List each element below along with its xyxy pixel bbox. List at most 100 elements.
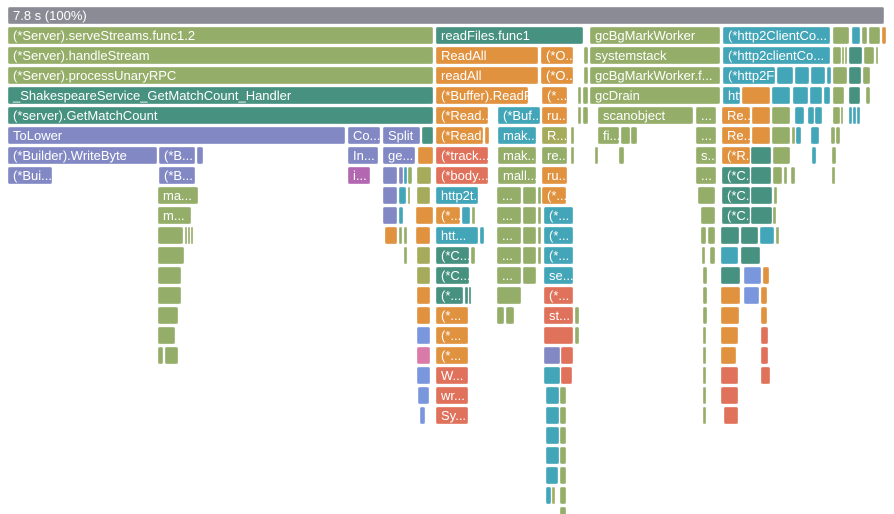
- flame-frame[interactable]: mak...: [498, 147, 536, 164]
- flame-frame[interactable]: [619, 147, 624, 164]
- flame-frame[interactable]: htt...: [723, 87, 740, 104]
- flame-frame[interactable]: [417, 167, 431, 184]
- flame-frame[interactable]: [772, 107, 790, 124]
- flame-frame[interactable]: [721, 327, 738, 344]
- flame-frame[interactable]: [761, 347, 768, 364]
- flame-frame[interactable]: (*B...: [159, 167, 195, 184]
- flame-frame[interactable]: [560, 467, 566, 484]
- flame-frame[interactable]: [383, 207, 397, 224]
- flame-frame[interactable]: [752, 127, 770, 144]
- flame-frame[interactable]: [158, 227, 183, 244]
- flame-frame[interactable]: [418, 147, 433, 164]
- flame-frame[interactable]: [538, 247, 541, 264]
- flame-frame[interactable]: [417, 287, 430, 304]
- flame-frame[interactable]: [583, 107, 588, 124]
- flame-frame[interactable]: [571, 127, 574, 144]
- flame-frame[interactable]: [744, 287, 759, 304]
- flame-frame[interactable]: [703, 347, 706, 364]
- flame-frame[interactable]: [560, 447, 566, 464]
- flame-frame[interactable]: (*C...: [722, 167, 750, 184]
- flame-frame[interactable]: [751, 167, 771, 184]
- flame-frame[interactable]: (*C...: [436, 247, 469, 264]
- flame-frame[interactable]: [761, 307, 767, 324]
- flame-frame[interactable]: s...: [696, 147, 716, 164]
- flame-frame[interactable]: gcDrain: [590, 87, 720, 104]
- flame-frame[interactable]: [561, 367, 572, 384]
- flame-frame[interactable]: (*body...: [436, 167, 488, 184]
- flame-frame[interactable]: (*server).GetMatchCount: [8, 107, 433, 124]
- flame-frame[interactable]: (*C...: [436, 267, 469, 284]
- flame-frame[interactable]: ...: [497, 247, 521, 264]
- flame-frame[interactable]: [751, 207, 772, 224]
- flame-frame[interactable]: [418, 387, 429, 404]
- flame-frame[interactable]: [538, 207, 541, 224]
- flame-frame[interactable]: (*...: [544, 247, 573, 264]
- flame-frame[interactable]: [472, 207, 475, 224]
- flame-frame[interactable]: [158, 287, 181, 304]
- flame-frame[interactable]: [416, 227, 430, 244]
- flame-frame[interactable]: [523, 247, 536, 264]
- flame-frame[interactable]: [417, 247, 430, 264]
- flame-frame[interactable]: [791, 167, 795, 184]
- flame-frame[interactable]: [399, 207, 403, 224]
- flame-frame[interactable]: [523, 207, 536, 224]
- flame-frame[interactable]: [485, 127, 489, 144]
- flame-frame[interactable]: ru...: [542, 167, 567, 184]
- flame-frame[interactable]: ...: [497, 227, 521, 244]
- flame-frame[interactable]: 7.8 s (100%): [8, 7, 884, 24]
- flame-frame[interactable]: [462, 207, 470, 224]
- flame-frame[interactable]: [742, 87, 770, 104]
- flame-frame[interactable]: [469, 287, 471, 304]
- flame-frame[interactable]: (*...: [436, 287, 463, 304]
- flame-frame[interactable]: [703, 367, 706, 384]
- flame-frame[interactable]: (*...: [436, 327, 468, 344]
- flame-frame[interactable]: gcBgMarkWorker: [590, 27, 720, 44]
- flame-frame[interactable]: [751, 187, 772, 204]
- flame-frame[interactable]: [480, 227, 484, 244]
- flame-frame[interactable]: [773, 147, 790, 164]
- flame-frame[interactable]: [831, 127, 835, 144]
- flame-frame[interactable]: [724, 407, 738, 424]
- flame-frame[interactable]: [703, 307, 707, 324]
- flame-frame[interactable]: se...: [544, 267, 573, 284]
- flame-frame[interactable]: [546, 427, 559, 444]
- flame-frame[interactable]: [876, 47, 878, 64]
- flame-frame[interactable]: ...: [497, 187, 521, 204]
- flame-frame[interactable]: [404, 227, 407, 244]
- flame-frame[interactable]: (*C...: [722, 207, 750, 224]
- flame-frame[interactable]: [523, 187, 536, 204]
- flame-frame[interactable]: [808, 107, 814, 124]
- flame-frame[interactable]: [698, 187, 715, 204]
- flame-frame[interactable]: _ShakespeareService_GetMatchCount_Handle…: [8, 87, 433, 104]
- flame-frame[interactable]: In...: [348, 147, 378, 164]
- flame-frame[interactable]: [544, 327, 573, 344]
- flame-frame[interactable]: [849, 47, 862, 64]
- flame-frame[interactable]: (*Buffer).ReadF...: [436, 87, 528, 104]
- flame-frame[interactable]: scanobject: [598, 107, 693, 124]
- flame-frame[interactable]: [417, 327, 430, 344]
- flame-frame[interactable]: [471, 247, 475, 264]
- flame-frame[interactable]: [546, 487, 551, 504]
- flame-frame[interactable]: [404, 167, 407, 184]
- flame-frame[interactable]: mak...: [498, 127, 536, 144]
- flame-frame[interactable]: ...: [696, 127, 716, 144]
- flame-frame[interactable]: [578, 107, 581, 124]
- flame-frame[interactable]: ru...: [542, 107, 567, 124]
- flame-frame[interactable]: Co...: [348, 127, 380, 144]
- flame-frame[interactable]: [833, 107, 840, 124]
- flame-frame[interactable]: [523, 267, 536, 284]
- flame-frame[interactable]: [833, 87, 844, 104]
- flame-frame[interactable]: (*...: [436, 307, 468, 324]
- flame-frame[interactable]: [538, 227, 541, 244]
- flame-frame[interactable]: [383, 187, 397, 204]
- flame-frame[interactable]: (*Server).handleStream: [8, 47, 433, 64]
- flame-frame[interactable]: (*Builder).WriteByte: [8, 147, 157, 164]
- flame-frame[interactable]: [708, 227, 715, 244]
- flame-frame[interactable]: [857, 107, 860, 124]
- flame-frame[interactable]: [497, 287, 521, 304]
- flame-frame[interactable]: [560, 387, 566, 404]
- flame-frame[interactable]: [185, 227, 187, 244]
- flame-frame[interactable]: [811, 67, 825, 84]
- flame-frame[interactable]: ma...: [158, 187, 198, 204]
- flame-frame[interactable]: ...: [696, 107, 716, 124]
